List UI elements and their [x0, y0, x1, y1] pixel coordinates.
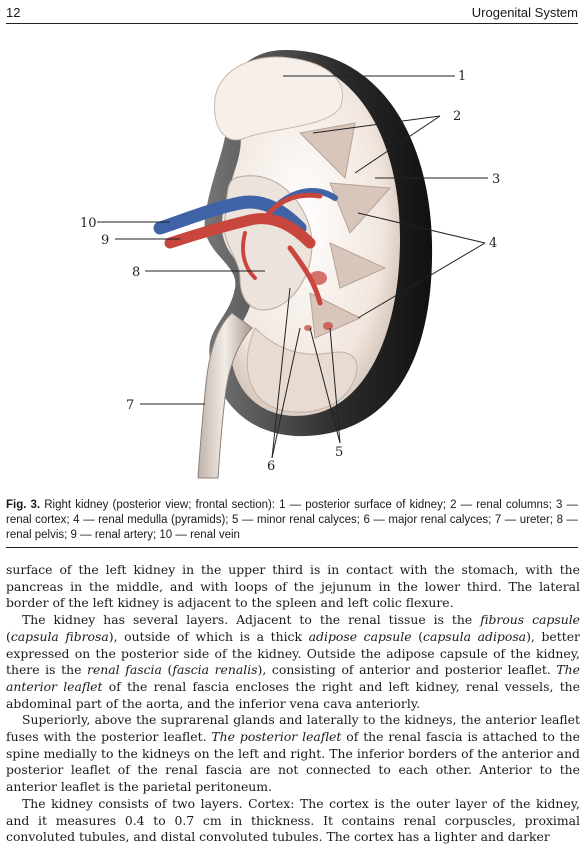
renal-artery-branch-3	[241, 231, 257, 280]
label-3: 3	[492, 172, 500, 187]
label-5: 5	[335, 445, 343, 460]
caption-rule	[6, 547, 578, 548]
section-title: Urogenital System	[471, 5, 578, 20]
kidney-figure: 1 2 3 4 5 6 7 8 9 10	[0, 28, 584, 490]
renal-artery-branch-2	[287, 245, 323, 306]
body-text: surface of the left kidney in the upper …	[6, 562, 580, 846]
page-number: 12	[6, 5, 21, 20]
label-4: 4	[489, 236, 497, 251]
figure-label: Fig. 3.	[6, 499, 41, 511]
label-2: 2	[453, 109, 461, 124]
paragraph-1: surface of the left kidney in the upper …	[6, 562, 580, 611]
label-8: 8	[132, 265, 140, 280]
paragraph-4: The kidney consists of two layers. Corte…	[6, 795, 580, 845]
renal-pelvis	[223, 175, 313, 311]
ureter	[197, 312, 253, 479]
lower-pole	[246, 327, 358, 413]
label-1: 1	[458, 69, 466, 84]
page-header: 12 Urogenital System	[6, 3, 578, 25]
header-rule	[6, 23, 578, 24]
caption-text: Right kidney (posterior view; frontal se…	[6, 499, 578, 541]
renal-artery	[164, 213, 316, 249]
renal-pyramids	[298, 122, 392, 339]
renal-vein	[153, 195, 307, 235]
paragraph-3: Superiorly, above the suprarenal glands …	[6, 712, 580, 795]
kidney-illustration: 1 2 3 4 5 6 7 8 9 10	[80, 50, 500, 479]
label-6: 6	[267, 459, 275, 474]
label-7: 7	[126, 398, 134, 413]
leader-lines	[97, 75, 488, 459]
label-9: 9	[101, 233, 109, 248]
renal-artery-branch-1	[262, 192, 323, 221]
paragraph-2: The kidney has several layers. Adjacent …	[6, 612, 580, 711]
upper-pole	[214, 56, 343, 141]
label-10: 10	[80, 216, 97, 231]
figure-caption: Fig. 3. Right kidney (posterior view; fr…	[6, 498, 578, 548]
